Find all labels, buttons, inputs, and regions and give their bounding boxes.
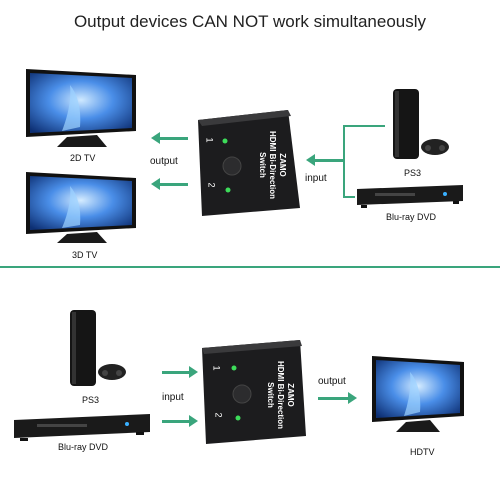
- bluray-top-image: [355, 183, 465, 211]
- switch-bottom-image: [198, 338, 313, 446]
- section-divider: [0, 266, 500, 268]
- switch-bottom-name-2: Switch: [266, 382, 275, 408]
- switch-bottom-port2: 2: [213, 412, 224, 418]
- tv-3d-image: [22, 170, 140, 245]
- top-input-label: input: [305, 173, 327, 184]
- switch-bottom-name-1: HDMI Bi-Direction: [276, 361, 285, 429]
- ps3-bottom-image: [62, 306, 132, 391]
- switch-top-name-2: Switch: [258, 152, 267, 178]
- top-input-bracket-v: [343, 125, 345, 198]
- bottom-input-label: input: [162, 392, 184, 403]
- input-arrow-1-head: [189, 366, 198, 378]
- output-arrow-1-head: [151, 132, 160, 144]
- switch-top-text: ZAMO HDMI Bi-Direction Switch: [257, 115, 287, 215]
- hdtv-image: [368, 352, 468, 437]
- output-arrow-bottom-head: [348, 392, 357, 404]
- switch-top-name-1: HDMI Bi-Direction: [268, 131, 277, 199]
- tv-2d-label: 2D TV: [70, 153, 96, 163]
- output-arrow-2-head: [151, 178, 160, 190]
- ps3-bottom-label: PS3: [82, 395, 100, 405]
- bluray-bottom-image: [12, 412, 152, 444]
- input-arrow-top-head: [306, 154, 315, 166]
- switch-bottom-text: ZAMO HDMI Bi-Direction Switch: [265, 345, 295, 445]
- switch-top-port2: 2: [206, 182, 217, 188]
- switch-bottom-port1: 1: [211, 365, 222, 371]
- input-arrow-1-line: [162, 371, 189, 374]
- tv-2d-image: [22, 65, 140, 150]
- top-input-bracket-h1: [343, 125, 385, 127]
- input-arrow-2-head: [189, 415, 198, 427]
- switch-bottom-brand: ZAMO: [286, 383, 295, 407]
- top-output-label: output: [150, 156, 178, 167]
- bluray-top-label: Blu-ray DVD: [386, 212, 437, 222]
- ps3-top-image: [385, 85, 455, 165]
- switch-top-port1: 1: [204, 137, 215, 143]
- output-arrow-2-line: [160, 183, 188, 186]
- input-arrow-2-line: [162, 420, 189, 423]
- switch-top-image: [188, 108, 303, 218]
- output-arrow-bottom-line: [318, 397, 348, 400]
- bluray-bottom-label: Blu-ray DVD: [58, 442, 109, 452]
- top-input-bracket-h2: [343, 196, 355, 198]
- bottom-output-label: output: [318, 376, 346, 387]
- page-title: Output devices CAN NOT work simultaneous…: [73, 12, 427, 31]
- switch-top-brand: ZAMO: [278, 153, 287, 177]
- output-arrow-1-line: [160, 137, 188, 140]
- hdtv-label: HDTV: [410, 447, 435, 457]
- tv-3d-label: 3D TV: [72, 250, 98, 260]
- ps3-top-label: PS3: [404, 168, 422, 178]
- input-arrow-top-line: [315, 159, 343, 162]
